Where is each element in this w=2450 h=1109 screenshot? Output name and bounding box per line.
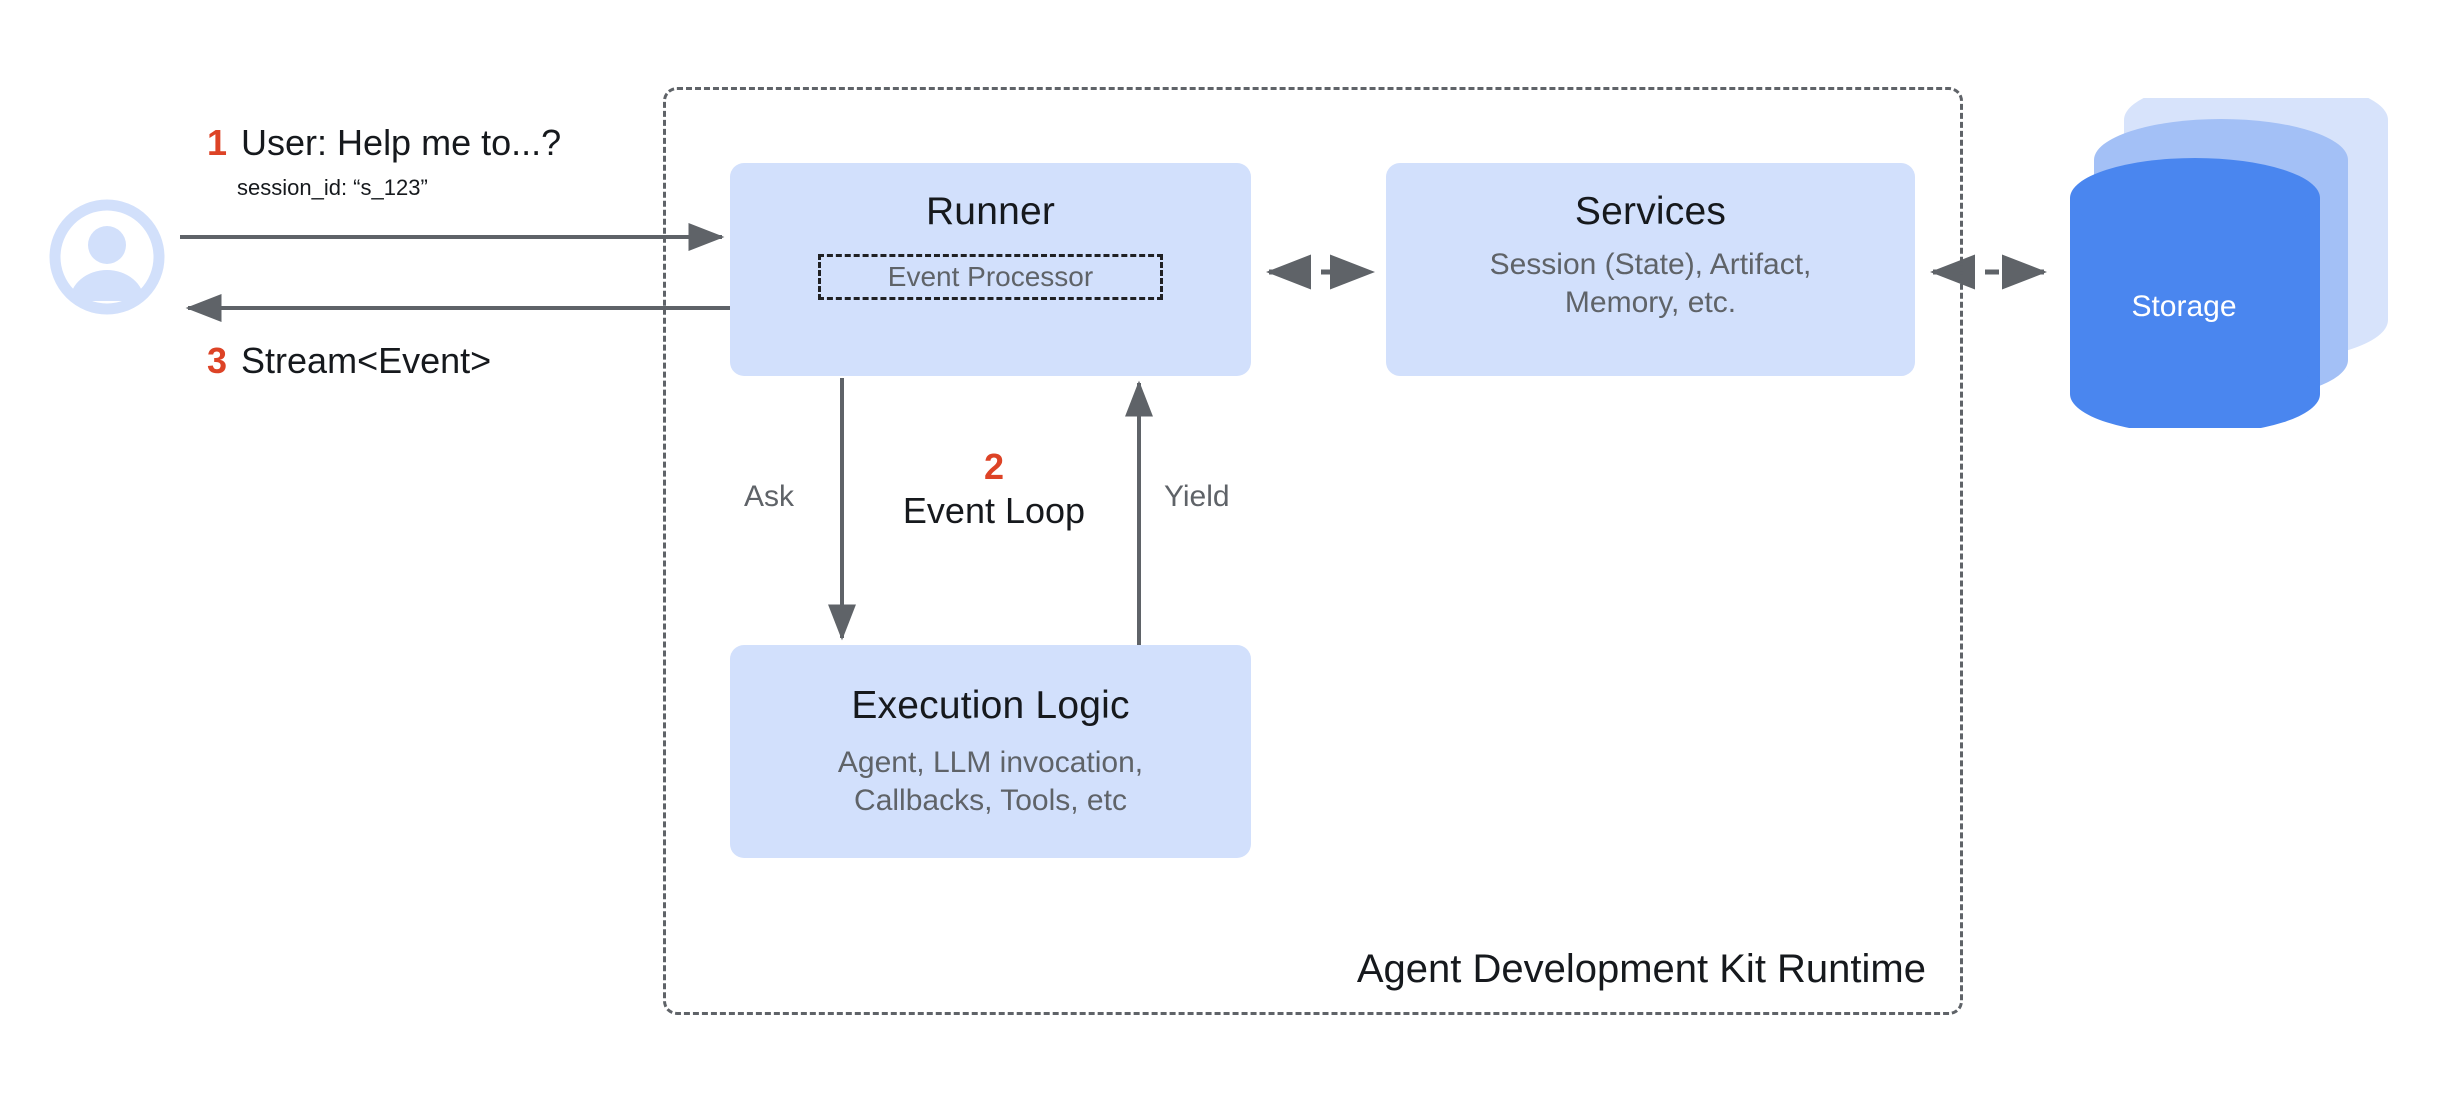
adk-runtime-label: Agent Development Kit Runtime <box>1356 947 1926 991</box>
services-title: Services <box>1574 190 1727 233</box>
step-1-text: User: Help me to...? <box>241 122 562 163</box>
yield-edge-label: Yield <box>1164 480 1230 513</box>
database-cylinder-icon <box>2070 78 2388 434</box>
services-node[interactable]: Services Session (State), Artifact, Memo… <box>1386 163 1915 376</box>
step-2-number: 2 <box>983 446 1005 487</box>
runner-title: Runner <box>925 190 1056 233</box>
storage-node[interactable]: Storage <box>2048 78 2388 434</box>
event-processor-box[interactable]: Event Processor <box>818 253 1163 300</box>
event-loop-text: Event Loop <box>902 489 1086 531</box>
step-1-annotation: 1 User: Help me to...? <box>207 122 561 164</box>
runner-node[interactable]: Runner Event Processor <box>730 163 1251 376</box>
step-1-number: 1 <box>207 122 228 163</box>
ask-edge-label: Ask <box>744 480 795 513</box>
execution-logic-node[interactable]: Execution Logic Agent, LLM invocation, C… <box>730 645 1251 858</box>
execution-logic-subtitle: Agent, LLM invocation, Callbacks, Tools,… <box>837 745 1144 818</box>
event-loop-annotation: 2 Event Loop <box>889 448 1099 532</box>
session-id-text: session_id: “s_123” <box>237 175 428 200</box>
user-avatar-icon <box>49 199 165 315</box>
adk-runtime-container: Agent Development Kit Runtime <box>663 87 1963 1015</box>
execution-logic-title: Execution Logic <box>851 684 1130 727</box>
step-3-annotation: 3 Stream<Event> <box>207 340 491 382</box>
services-subtitle: Session (State), Artifact, Memory, etc. <box>1489 247 1812 320</box>
step-3-number: 3 <box>207 340 228 381</box>
step-3-text: Stream<Event> <box>241 340 492 381</box>
